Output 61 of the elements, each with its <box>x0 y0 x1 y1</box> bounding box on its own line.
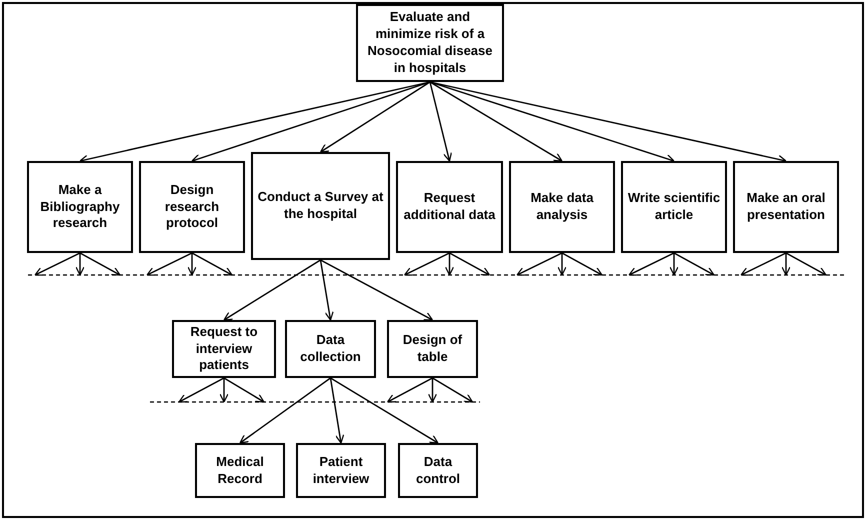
arrow <box>386 377 433 403</box>
task-box <box>509 161 615 253</box>
arrow <box>404 252 450 276</box>
task-box <box>396 161 503 253</box>
task-box <box>356 4 504 82</box>
task-label: Request additional data <box>402 190 496 224</box>
task-box <box>27 161 133 253</box>
arrow <box>330 377 439 444</box>
arrow <box>516 252 562 276</box>
arrow <box>178 377 224 403</box>
arrow <box>192 252 233 276</box>
task-box <box>733 161 839 253</box>
arrow <box>320 81 430 153</box>
task-box <box>195 443 285 498</box>
arrow <box>187 253 197 276</box>
task-box <box>621 161 727 253</box>
arrow <box>223 259 321 321</box>
arrow <box>429 82 452 162</box>
task-box <box>172 320 276 378</box>
arrow <box>786 252 827 276</box>
arrow <box>320 260 334 321</box>
arrow <box>34 252 80 276</box>
task-label: Design of table <box>402 332 464 366</box>
arrow <box>239 377 331 444</box>
arrow <box>75 253 85 276</box>
arrow <box>80 252 121 276</box>
task-label: Design research protocol <box>164 182 220 232</box>
arrow <box>432 377 474 403</box>
task-box <box>285 320 376 378</box>
arrow <box>557 253 567 276</box>
task-label: Evaluate and minimize risk of a Nosocomial disease in hospitals <box>366 9 494 77</box>
task-label: Make data analysis <box>530 190 594 224</box>
arrow <box>320 259 434 321</box>
arrow <box>562 252 603 276</box>
task-label: Make a Bibliography research <box>39 182 121 232</box>
arrow <box>146 252 192 276</box>
task-label: Request to interview patients <box>189 324 259 374</box>
arrow <box>224 377 265 403</box>
arrow <box>430 81 563 162</box>
task-box <box>398 443 478 498</box>
task-label: Patient interview <box>312 454 370 488</box>
arrow <box>669 253 679 276</box>
arrow <box>444 253 454 276</box>
arrow <box>674 252 715 276</box>
arrow <box>781 253 791 276</box>
task-label: Make an oral presentation <box>746 190 826 224</box>
task-box <box>387 320 478 378</box>
arrow <box>219 378 229 403</box>
task-label: Conduct a Survey at the hospital <box>257 189 384 223</box>
arrow <box>628 252 674 276</box>
task-box <box>296 443 386 498</box>
task-label: Write scientific article <box>627 190 721 224</box>
task-box <box>139 161 245 253</box>
arrow <box>449 252 490 276</box>
task-label: Data control <box>414 454 462 488</box>
task-box <box>251 152 390 260</box>
arrow <box>428 378 438 403</box>
arrow <box>740 252 786 276</box>
task-label: Data collection <box>299 332 362 366</box>
arrow <box>330 378 344 444</box>
task-label: Medical Record <box>215 454 265 488</box>
